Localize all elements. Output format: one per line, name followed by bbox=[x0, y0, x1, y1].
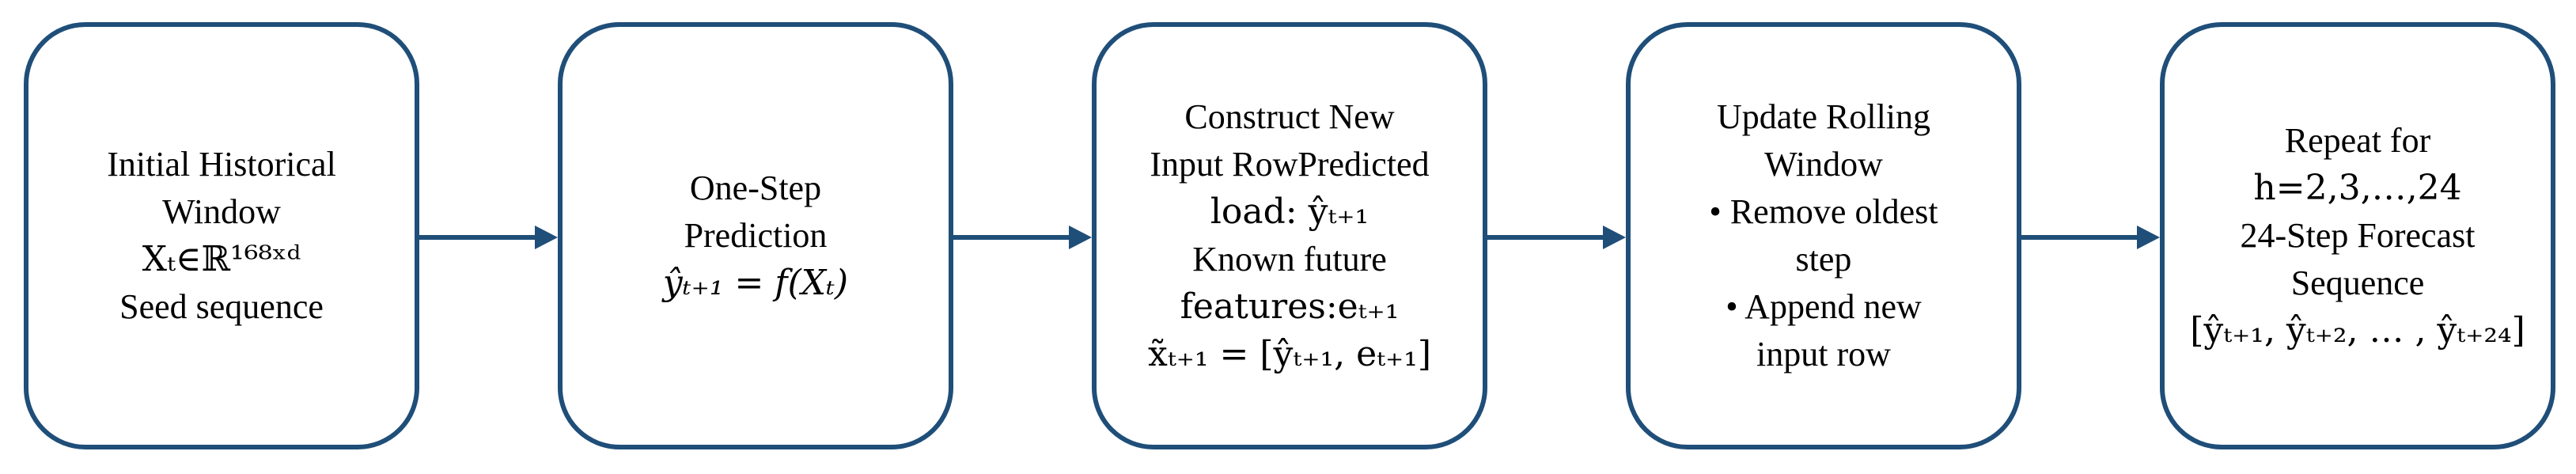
step-5-line-3: 24-Step Forecast bbox=[2240, 216, 2476, 255]
step-2-line-1: One-Step bbox=[689, 169, 822, 207]
arrow-4-to-5 bbox=[2021, 226, 2160, 249]
step-2-line-3: ŷₜ₊₁ = f(Xₜ) bbox=[662, 263, 849, 303]
step-1-line-4: Seed sequence bbox=[119, 287, 324, 326]
arrow-3-to-4 bbox=[1487, 226, 1626, 249]
step-5-line-5: [ŷₜ₊₁, ŷₜ₊₂, … , ŷₜ₊₂₄] bbox=[2190, 310, 2525, 351]
step-4-line-6: input row bbox=[1756, 335, 1891, 374]
step-box-construct-input-row: Construct New Input RowPredicted load: ŷ… bbox=[1092, 22, 1487, 449]
step-4-line-2: Window bbox=[1764, 145, 1883, 184]
step-1-line-1: Initial Historical bbox=[107, 145, 336, 184]
step-3-line-4: Known future bbox=[1192, 240, 1387, 279]
step-3-line-5: features:eₜ₊₁ bbox=[1180, 286, 1400, 327]
step-4-line-3: • Remove oldest bbox=[1709, 192, 1938, 231]
step-5-line-4: Sequence bbox=[2290, 264, 2425, 302]
step-box-initial-window: Initial Historical Window Xₜ∈ℝ¹⁶⁸ˣᵈ Seed… bbox=[24, 22, 419, 449]
step-box-one-step-prediction: One-Step Prediction ŷₜ₊₁ = f(Xₜ) bbox=[558, 22, 953, 449]
step-4-line-4: step bbox=[1795, 240, 1852, 279]
step-3-line-2: Input RowPredicted bbox=[1150, 145, 1430, 184]
step-1-line-2: Window bbox=[162, 192, 281, 231]
step-1-line-3: Xₜ∈ℝ¹⁶⁸ˣᵈ bbox=[142, 239, 301, 279]
step-5-line-1: Repeat for bbox=[2284, 121, 2431, 160]
step-5-line-2: h=2,3,…,24 bbox=[2253, 168, 2462, 208]
step-3-line-6: x̃ₜ₊₁ = [ŷₜ₊₁, eₜ₊₁] bbox=[1148, 334, 1431, 374]
step-4-line-1: Update Rolling bbox=[1716, 97, 1931, 136]
step-box-repeat-forecast: Repeat for h=2,3,…,24 24-Step Forecast S… bbox=[2160, 22, 2555, 449]
arrow-1-to-2 bbox=[419, 226, 558, 249]
step-3-line-1: Construct New bbox=[1184, 97, 1395, 136]
arrow-2-to-3 bbox=[953, 226, 1092, 249]
step-3-line-3: load: ŷₜ₊₁ bbox=[1210, 191, 1369, 232]
step-2-line-2: Prediction bbox=[684, 216, 828, 255]
step-box-update-rolling-window: Update Rolling Window • Remove oldest st… bbox=[1626, 22, 2021, 449]
step-4-line-5: • Append new bbox=[1726, 287, 1922, 326]
